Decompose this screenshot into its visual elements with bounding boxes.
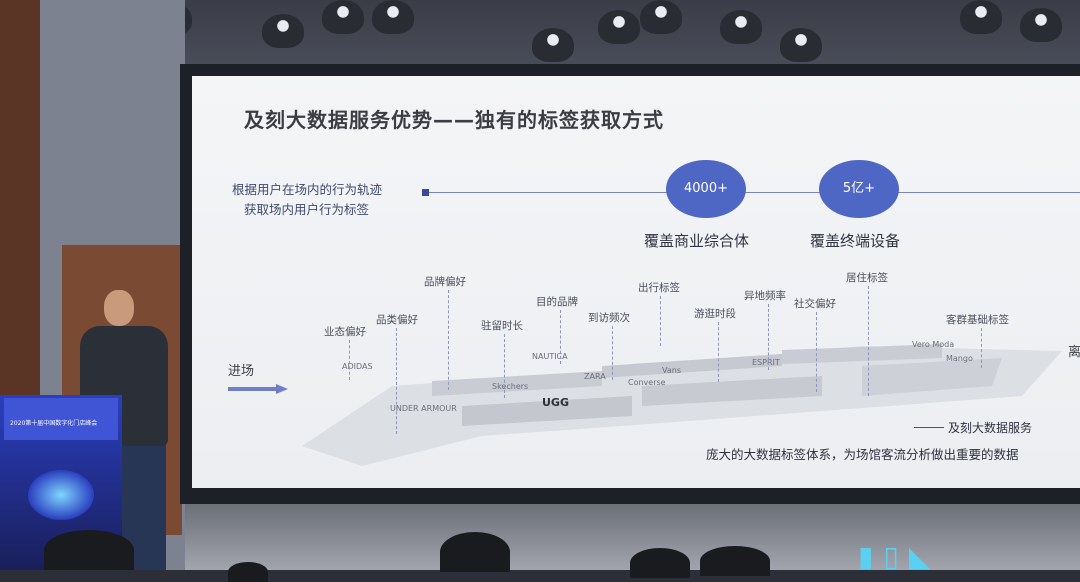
brand-label: ADIDAS <box>342 362 373 371</box>
brand-label: ZARA <box>584 372 606 381</box>
tag-leader-line <box>768 304 769 370</box>
tag-label: 社交偏好 <box>794 298 836 310</box>
podium-banner <box>4 398 118 440</box>
stage-light <box>598 10 640 44</box>
stage-light <box>262 14 304 48</box>
tag-leader-line <box>660 296 661 346</box>
slide-description: 根据用户在场内的行为轨迹 获取场内用户行为标签 <box>232 180 382 220</box>
tag-label: 游逛时段 <box>694 308 736 320</box>
stat-circle-devices: 5亿+ <box>819 160 899 218</box>
entry-arrow-icon <box>228 384 288 394</box>
tag-label: 驻留时长 <box>481 320 523 332</box>
slide-title: 及刻大数据服务优势——独有的标签获取方式 <box>244 108 664 132</box>
brand-label: Vero Moda <box>912 340 955 349</box>
brand-label: Skechers <box>492 382 529 391</box>
stage-light <box>1020 8 1062 42</box>
brand-label: UNDER ARMOUR <box>390 404 457 413</box>
audience-head <box>440 532 510 572</box>
tag-leader-line <box>448 290 449 390</box>
stage-light <box>322 0 364 34</box>
brand-label: Vans <box>662 366 681 375</box>
stage-light <box>960 0 1002 34</box>
podium-logo <box>28 470 94 520</box>
timeline-marker <box>422 189 429 196</box>
tag-label: 居住标签 <box>846 272 888 284</box>
tag-leader-line <box>349 340 350 380</box>
tag-leader-line <box>981 328 982 368</box>
description-line: 根据用户在场内的行为轨迹 <box>232 182 383 197</box>
stage-light <box>720 10 762 44</box>
brand-label: Converse <box>628 378 666 387</box>
stat-circle-malls: 4000+ <box>666 160 746 218</box>
stat-label-devices: 覆盖终端设备 <box>810 232 901 250</box>
tag-leader-line <box>396 328 397 434</box>
stage-logo-fragment: ▮▯◣ <box>858 540 941 573</box>
speaker-head <box>104 290 134 326</box>
tag-leader-line <box>816 312 817 392</box>
signature-dash <box>914 427 944 428</box>
entry-label: 进场 <box>228 364 255 379</box>
slide-caption: 庞大的大数据标签体系，为场馆客流分析做出重要的数据 <box>706 447 1019 462</box>
tag-leader-line <box>504 334 505 398</box>
right-edge-text: 离 <box>1068 345 1080 360</box>
stat-label-malls: 覆盖商业综合体 <box>644 232 750 250</box>
stage-light <box>780 28 822 62</box>
podium-text: 2020第十届中国数字化门店峰会 <box>10 420 98 427</box>
tag-label: 业态偏好 <box>324 326 366 338</box>
brand-label: NAUTICA <box>532 352 568 361</box>
description-line: 获取场内用户行为标签 <box>244 202 370 217</box>
audience-head <box>700 546 770 576</box>
presentation-slide: 及刻大数据服务优势——独有的标签获取方式 根据用户在场内的行为轨迹 获取场内用户… <box>192 76 1080 488</box>
tag-label: 出行标签 <box>638 282 680 294</box>
tag-leader-line <box>560 310 561 364</box>
tag-label: 目的品牌 <box>536 296 578 308</box>
stage-light <box>640 0 682 34</box>
audience-head <box>228 562 268 582</box>
brand-label: Mango <box>946 354 973 363</box>
tag-label: 客群基础标签 <box>946 314 1009 326</box>
brand-label-ugg: UGG <box>542 396 569 409</box>
audience-head <box>630 548 690 578</box>
stage-light <box>532 28 574 62</box>
slide-signature: 及刻大数据服务 <box>948 421 1033 435</box>
stage-light <box>372 0 414 34</box>
brand-label: ESPRIT <box>752 358 780 367</box>
tag-label: 异地频率 <box>744 290 786 302</box>
tag-label: 品类偏好 <box>376 314 418 326</box>
tag-leader-line <box>868 286 869 396</box>
tag-label: 品牌偏好 <box>424 276 466 288</box>
timeline-line <box>426 192 1080 193</box>
mall-floor-map <box>302 344 1062 466</box>
tag-label: 到访频次 <box>588 312 630 324</box>
audience-head <box>44 530 134 570</box>
tag-leader-line <box>718 322 719 382</box>
tag-leader-line <box>612 326 613 380</box>
